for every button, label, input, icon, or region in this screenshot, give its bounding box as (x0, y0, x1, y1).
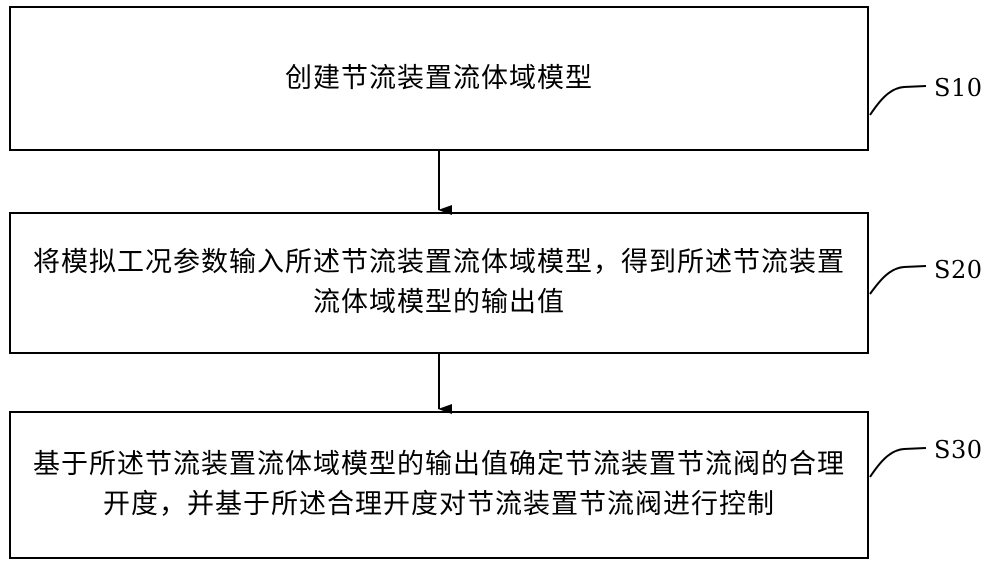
leader-line-s10 (869, 85, 927, 116)
step-label-s10: S10 (934, 74, 983, 102)
step-text-s10: 创建节流装置流体域模型 (285, 62, 593, 94)
step-box-s30: 基于所述节流装置流体域模型的输出值确定节流装置节流阀的合理开度，并基于所述合理开… (9, 411, 869, 559)
step-text-s30: 基于所述节流装置流体域模型的输出值确定节流装置节流阀的合理开度，并基于所述合理开… (33, 449, 845, 520)
leader-line-s30 (869, 447, 927, 478)
step-label-s30: S30 (934, 436, 983, 464)
leader-line-s20 (869, 265, 927, 295)
step-label-s20: S20 (934, 256, 983, 284)
step-box-s20: 将模拟工况参数输入所述节流装置流体域模型，得到所述节流装置流体域模型的输出值 (9, 212, 869, 354)
step-text-s20: 将模拟工况参数输入所述节流装置流体域模型，得到所述节流装置流体域模型的输出值 (33, 247, 845, 318)
step-box-s10: 创建节流装置流体域模型 (9, 6, 869, 151)
